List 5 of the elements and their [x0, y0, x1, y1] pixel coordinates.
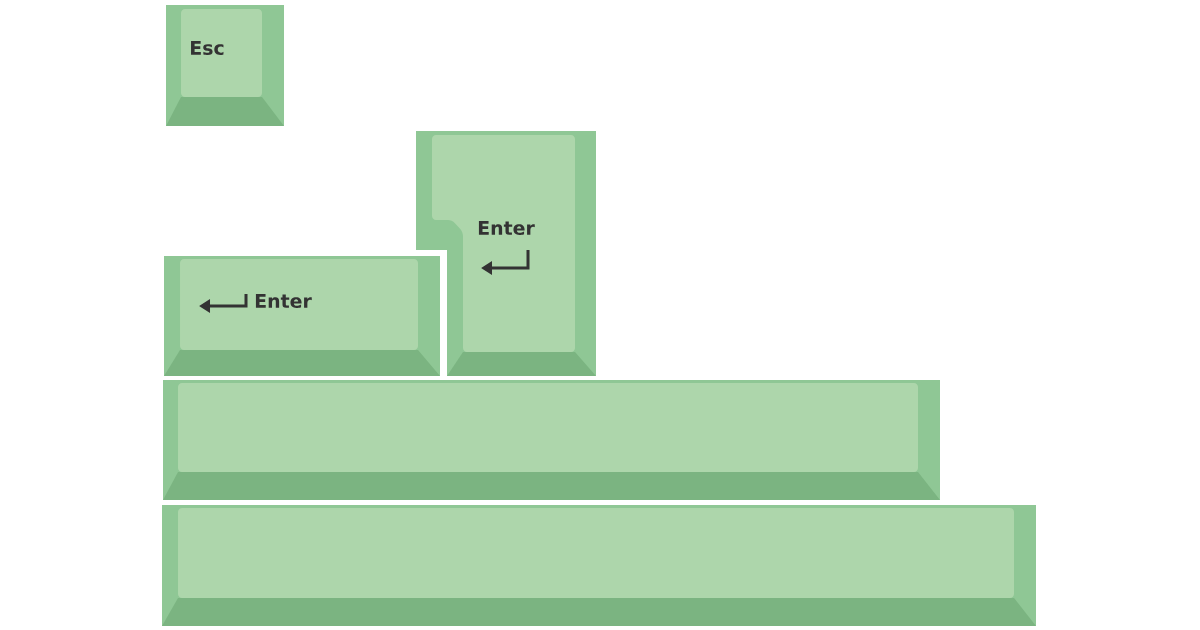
- keycap: Esc: [166, 5, 284, 126]
- keycap: Enter: [416, 131, 596, 376]
- keycap: [162, 505, 1036, 626]
- keycap: Enter: [164, 256, 440, 376]
- keycap: [163, 380, 940, 500]
